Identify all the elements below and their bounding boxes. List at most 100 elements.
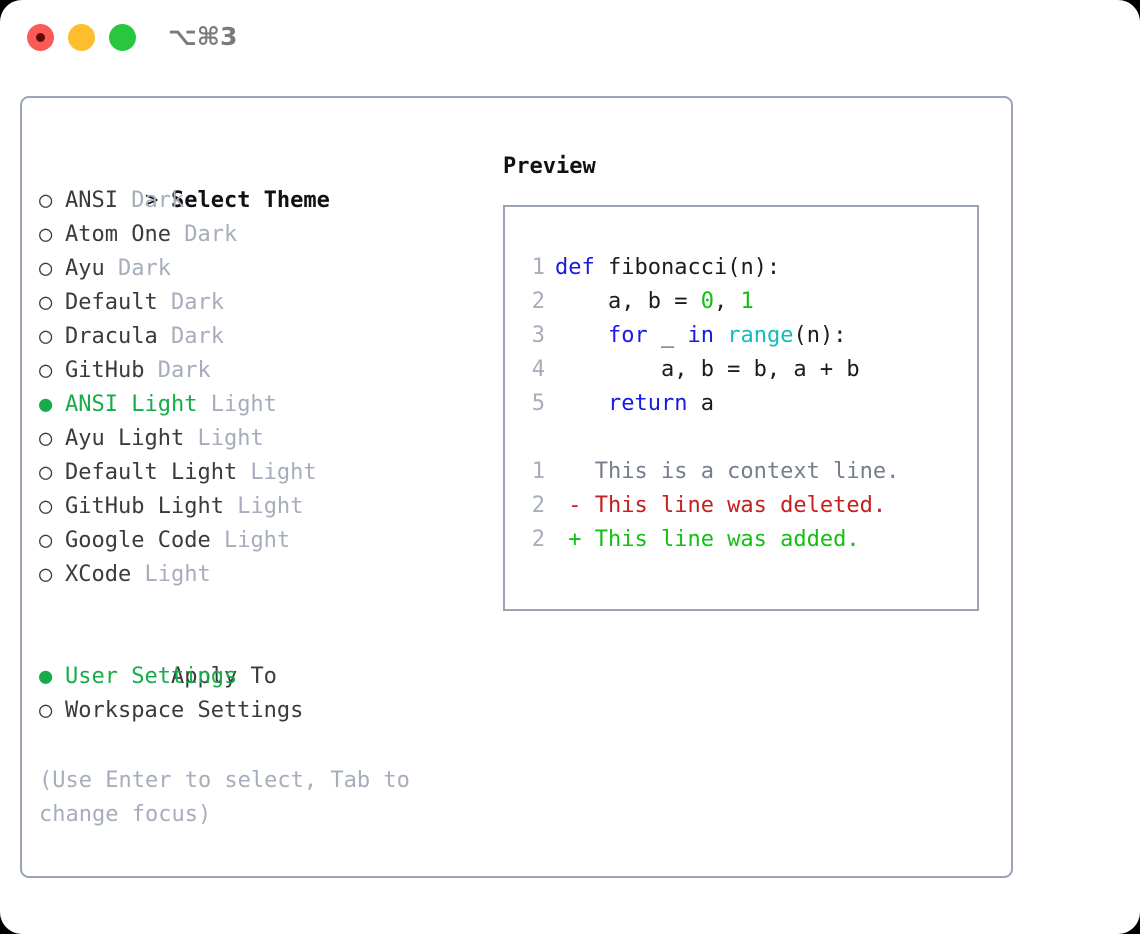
- diff-line-text: - This line was deleted.: [555, 493, 887, 518]
- radio-selected-icon[interactable]: ●: [39, 392, 53, 417]
- window-controls: [27, 24, 136, 51]
- radio-unselected-icon[interactable]: ○: [39, 460, 53, 485]
- theme-option-row[interactable]: ○ ANSI Dark: [39, 184, 479, 218]
- code-token: ,: [713, 289, 741, 314]
- radio-unselected-icon[interactable]: ○: [39, 426, 53, 451]
- theme-name-label: ANSI: [65, 188, 118, 213]
- diff-line: 2 - This line was deleted.: [523, 489, 899, 523]
- radio-unselected-icon[interactable]: ○: [39, 256, 53, 281]
- radio-selected-icon[interactable]: ●: [39, 664, 53, 689]
- code-token: range: [727, 323, 794, 348]
- theme-option-row[interactable]: ○Google Code Light: [39, 524, 479, 558]
- radio-unselected-icon[interactable]: ○: [39, 698, 53, 723]
- theme-name-label: Default: [65, 290, 158, 315]
- keyboard-hint-text: (Use Enter to select, Tab to change focu…: [39, 768, 424, 827]
- theme-option-row[interactable]: ○ Default Light Light: [39, 456, 479, 490]
- apply-to-label: Apply To: [170, 664, 277, 689]
- theme-variant-label: Light: [197, 392, 277, 417]
- radio-unselected-icon[interactable]: ○: [39, 222, 53, 247]
- theme-variant-label: Light: [223, 494, 304, 519]
- code-token: return: [607, 391, 688, 416]
- code-token: [555, 391, 608, 416]
- theme-name-label: Google Code: [65, 528, 211, 553]
- theme-option-row[interactable]: ○ Default Dark: [39, 286, 479, 320]
- line-number: 3: [531, 323, 545, 348]
- diff-line-number: 1: [531, 459, 545, 484]
- theme-list-title: > Select Theme: [39, 150, 479, 213]
- code-line: 3 for _ in range(n):: [523, 319, 860, 353]
- theme-option-row[interactable]: ○Dracula Dark: [39, 320, 479, 354]
- theme-variant-label: Dark: [170, 222, 238, 247]
- close-window-icon[interactable]: [27, 24, 54, 51]
- code-token: a, b =: [555, 289, 701, 314]
- radio-unselected-icon[interactable]: ○: [39, 188, 53, 213]
- diff-line-number: 2: [531, 493, 545, 518]
- theme-name-label: Default Light: [65, 460, 238, 485]
- theme-option-row[interactable]: ○ Ayu Dark: [39, 252, 479, 286]
- theme-variant-label: Light: [237, 460, 317, 485]
- preview-title: Preview: [503, 154, 596, 179]
- diff-line-text: + This line was added.: [555, 527, 860, 552]
- radio-unselected-icon[interactable]: ○: [39, 528, 53, 553]
- code-token: for: [607, 323, 648, 348]
- radio-unselected-icon[interactable]: ○: [39, 324, 53, 349]
- code-token: 0: [700, 289, 714, 314]
- theme-option-list: ○ANSI Dark○Atom One Dark○Ayu Dark○Defaul…: [39, 184, 479, 592]
- code-token: fibonacci(n):: [594, 255, 781, 280]
- preview-column: Preview: [503, 150, 993, 184]
- radio-unselected-icon[interactable]: ○: [39, 494, 53, 519]
- cursor-arrow-icon: >: [144, 188, 159, 213]
- code-token: _: [647, 323, 688, 348]
- theme-option-row[interactable]: ○GitHub Dark: [39, 354, 479, 388]
- code-token: def: [555, 255, 595, 280]
- line-number: 4: [531, 357, 545, 382]
- diff-line-number: 2: [531, 527, 545, 552]
- code-token: 1: [740, 289, 754, 314]
- maximize-window-icon[interactable]: [109, 24, 136, 51]
- theme-option-row[interactable]: ○Ayu Light Light: [39, 422, 479, 456]
- radio-unselected-icon[interactable]: ○: [39, 562, 53, 587]
- theme-variant-label: Dark: [117, 188, 185, 213]
- theme-picker-panel: >Select Theme ○ANSI Dark○Atom One Dark○A…: [20, 96, 1013, 878]
- theme-variant-label: Light: [184, 426, 264, 451]
- code-token: [714, 323, 727, 348]
- apply-to-option-row[interactable]: ● User Settings: [39, 660, 479, 694]
- code-token: a: [687, 391, 714, 416]
- theme-variant-label: Light: [131, 562, 211, 587]
- code-token: a, b = b, a + b: [555, 357, 860, 382]
- title-bar: ⌥⌘3: [0, 0, 1140, 76]
- theme-option-row[interactable]: ○ XCode Light: [39, 558, 479, 592]
- theme-name-label: XCode: [65, 562, 132, 587]
- page-title: Select Theme: [170, 188, 330, 213]
- theme-variant-label: Dark: [144, 358, 211, 383]
- theme-variant-label: Dark: [104, 256, 171, 281]
- theme-option-row[interactable]: ○GitHub Light Light: [39, 490, 479, 524]
- apply-to-heading: Apply To: [39, 626, 479, 689]
- diff-line-text: This is a context line.: [555, 459, 900, 484]
- theme-option-row[interactable]: ○Atom One Dark: [39, 218, 479, 252]
- theme-variant-label: Dark: [157, 290, 224, 315]
- diff-line: 2 + This line was added.: [523, 523, 899, 557]
- code-line: 2 a, b = 0, 1: [523, 285, 860, 319]
- theme-name-label: ANSI Light: [65, 392, 198, 417]
- theme-variant-label: Dark: [157, 324, 224, 349]
- line-number: 2: [531, 289, 545, 314]
- apply-to-option-row[interactable]: ○ Workspace Settings: [39, 694, 479, 728]
- minimize-window-icon[interactable]: [68, 24, 95, 51]
- code-token: in: [687, 323, 714, 348]
- apply-to-option-list: ● User Settings ○ Workspace Settings: [39, 660, 479, 728]
- keyboard-shortcut-label: ⌥⌘3: [168, 22, 238, 51]
- theme-name-label: Ayu: [65, 256, 105, 281]
- line-number: 5: [531, 391, 545, 416]
- apply-to-option-label: Workspace Settings: [65, 698, 304, 723]
- code-line: 4 a, b = b, a + b: [523, 353, 860, 387]
- radio-unselected-icon[interactable]: ○: [39, 358, 53, 383]
- radio-unselected-icon[interactable]: ○: [39, 290, 53, 315]
- code-token: (n):: [793, 323, 847, 348]
- apply-to-option-label: User Settings: [65, 664, 238, 689]
- theme-option-row[interactable]: ● ANSI Light Light: [39, 388, 479, 422]
